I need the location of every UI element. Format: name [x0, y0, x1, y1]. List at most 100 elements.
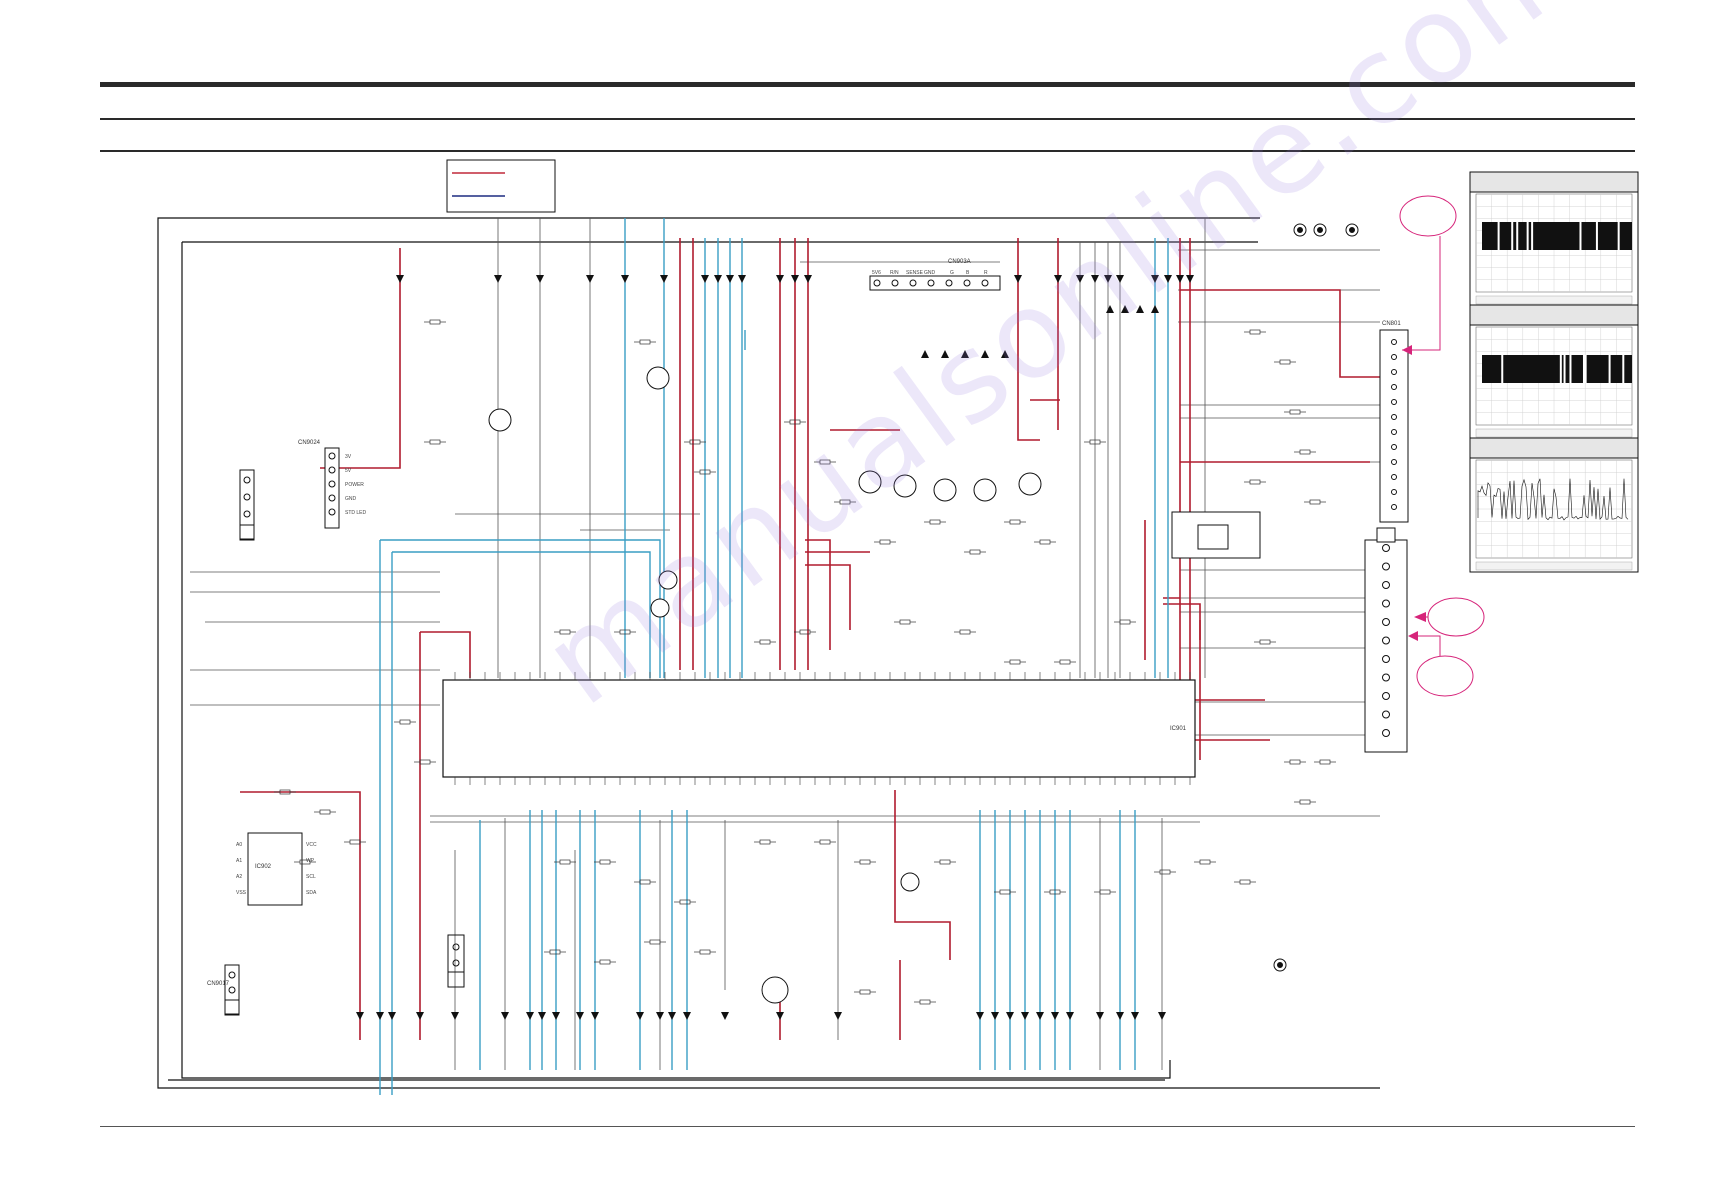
right-conn-pin-lower — [1382, 692, 1390, 700]
scope-signal — [1482, 355, 1632, 383]
eeprom-pin-left-4: VSS — [236, 890, 247, 896]
marker-low — [1416, 655, 1474, 697]
resistor — [759, 639, 771, 645]
footer-rule — [100, 1126, 1635, 1127]
scope-panel-1 — [1469, 171, 1639, 305]
connector-cn903a-label: CN903A — [948, 259, 971, 265]
scope-signal — [1482, 222, 1632, 250]
scope-gap — [1559, 355, 1562, 383]
resistor — [969, 549, 981, 555]
bus-arrow — [981, 350, 989, 358]
bus-arrow — [1104, 275, 1112, 283]
bus-arrow — [1051, 1012, 1059, 1020]
bus-arrow — [791, 275, 799, 283]
bus-arrow — [660, 275, 668, 283]
scope-footer — [1475, 428, 1633, 438]
key-connectors — [224, 469, 465, 1016]
cn903a-pin-7: R — [984, 270, 988, 276]
resistor — [879, 539, 891, 545]
bus-arrow — [1151, 275, 1159, 283]
bus-arrow — [726, 275, 734, 283]
right-conn-pin-upper — [1391, 504, 1397, 510]
bus-arrow — [921, 350, 929, 358]
resistor — [1039, 539, 1051, 545]
right-conn-pin-upper — [1391, 339, 1397, 345]
scope-footer — [1475, 561, 1633, 571]
scope-title-bar — [1469, 437, 1639, 459]
scope-gap — [1569, 355, 1572, 383]
resistor — [599, 959, 611, 965]
cn903a-pin-5: G — [950, 270, 954, 276]
marker-top — [1399, 195, 1457, 237]
connector-cn9024-label: CN9024 — [298, 440, 321, 446]
bus-arrow — [961, 350, 969, 358]
scope-gap — [1511, 222, 1514, 250]
bus-arrow — [636, 1012, 644, 1020]
red-power-lines — [240, 238, 1380, 1040]
bus-arrow — [1054, 275, 1062, 283]
cn903a-pin-1: 5V6 — [872, 270, 881, 276]
scope-gap — [1622, 355, 1625, 383]
bus-arrow — [1106, 305, 1114, 313]
right-conn-pin-upper — [1391, 369, 1397, 375]
bus-arrow — [776, 1012, 784, 1020]
eeprom-pin-right-3: SCL — [306, 874, 316, 880]
resistor — [1009, 519, 1021, 525]
right-conn-pin-upper — [1391, 489, 1397, 495]
gray-bus-lines — [190, 218, 1380, 1070]
header-rule — [100, 118, 1635, 120]
eeprom-pin-left-3: A2 — [236, 874, 242, 880]
cn903a-pin-2: R/N — [890, 270, 899, 276]
resistor — [549, 949, 561, 955]
cn903a-pin-dot — [873, 279, 881, 287]
tuner-module — [1171, 511, 1261, 559]
bus-arrow — [721, 1012, 729, 1020]
resistor — [1099, 889, 1111, 895]
bus-arrow — [991, 1012, 999, 1020]
bus-arrow — [526, 1012, 534, 1020]
outer-frame — [157, 217, 1380, 1089]
right-conn-pin-upper — [1391, 414, 1397, 420]
cn903a-pin-dot — [981, 279, 989, 287]
cn9024-pin-3: POWER — [345, 482, 364, 488]
resistor — [1299, 799, 1311, 805]
resistor — [1319, 759, 1331, 765]
bus-arrow — [804, 275, 812, 283]
resistor — [999, 889, 1011, 895]
right-conn-pin-lower — [1382, 710, 1390, 719]
scope-gap — [1582, 355, 1585, 383]
scope-signal — [1477, 478, 1629, 521]
bus-arrow — [356, 1012, 364, 1020]
right-conn-pin-lower — [1382, 729, 1390, 737]
right-conn-pin-lower — [1382, 562, 1390, 571]
bus-arrow — [1021, 1012, 1029, 1020]
bus-arrow — [1014, 275, 1022, 283]
scope-gap — [1497, 222, 1500, 250]
resistor — [559, 859, 571, 865]
resistor — [939, 859, 951, 865]
bus-arrow — [451, 1012, 459, 1020]
bus-arrow — [668, 1012, 676, 1020]
resistor — [699, 949, 711, 955]
scope-gap — [1595, 222, 1598, 250]
header-underline — [100, 150, 1635, 152]
bus-arrow — [576, 1012, 584, 1020]
resistor — [1309, 499, 1321, 505]
bus-arrow — [683, 1012, 691, 1020]
resistor — [689, 439, 701, 445]
bus-arrow — [416, 1012, 424, 1020]
test-jacks — [1273, 223, 1359, 972]
cn903a-pin-dot — [927, 279, 935, 287]
bus-arrow — [1091, 275, 1099, 283]
right-conn-pin-upper — [1391, 399, 1397, 405]
connector-cn9017-label: CN9017 — [207, 981, 230, 987]
bus-arrow — [1001, 350, 1009, 358]
right-conn-pin-lower — [1382, 636, 1390, 645]
resistor — [929, 519, 941, 525]
marker-mid — [1427, 597, 1485, 637]
eeprom-pin-left-1: A0 — [236, 842, 242, 848]
bus-arrow — [1158, 1012, 1166, 1020]
scope-gap — [1526, 222, 1529, 250]
right-conn-pin-lower — [1382, 544, 1390, 552]
